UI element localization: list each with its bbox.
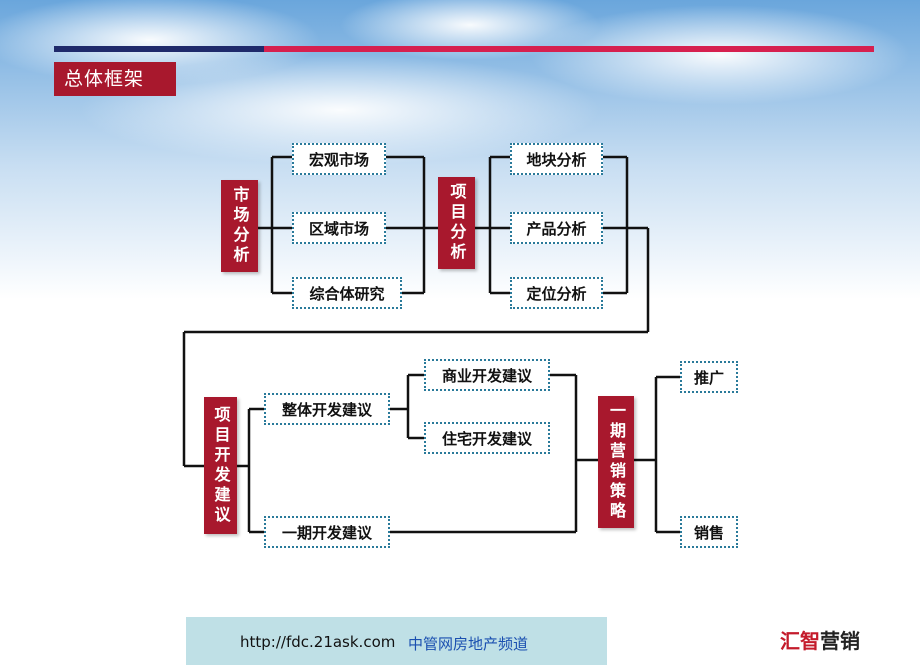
node-macro-market: 宏观市场 <box>292 143 386 175</box>
group-market-analysis: 市场分析 <box>221 180 258 272</box>
group-dev-advice: 项目开发建议 <box>204 397 237 534</box>
brand-logo: 汇智营销 <box>780 625 860 654</box>
header-bar-red <box>264 46 874 52</box>
node-promotion: 推广 <box>680 361 738 393</box>
node-phase1-dev: 一期开发建议 <box>264 516 390 548</box>
brand-logo-part1: 汇智 <box>780 629 820 653</box>
node-commercial-dev: 商业开发建议 <box>424 359 550 391</box>
footer-banner <box>186 617 607 665</box>
node-complex-study: 综合体研究 <box>292 277 402 309</box>
node-overall-dev: 整体开发建议 <box>264 393 390 425</box>
page-title: 总体框架 <box>54 62 176 96</box>
node-positioning-analysis: 定位分析 <box>510 277 603 309</box>
node-regional-market: 区域市场 <box>292 212 386 244</box>
group-phase1-marketing: 一期营销策略 <box>598 396 634 528</box>
footer-url-link[interactable]: http://fdc.21ask.com <box>240 633 396 651</box>
brand-logo-part2: 营销 <box>820 629 860 653</box>
node-plot-analysis: 地块分析 <box>510 143 603 175</box>
footer-site-name[interactable]: 中管网房地产频道 <box>408 635 529 653</box>
header-bar-blue <box>54 46 264 52</box>
group-project-analysis: 项目分析 <box>438 177 475 269</box>
node-residential-dev: 住宅开发建议 <box>424 422 550 454</box>
node-product-analysis: 产品分析 <box>510 212 603 244</box>
node-sales: 销售 <box>680 516 738 548</box>
